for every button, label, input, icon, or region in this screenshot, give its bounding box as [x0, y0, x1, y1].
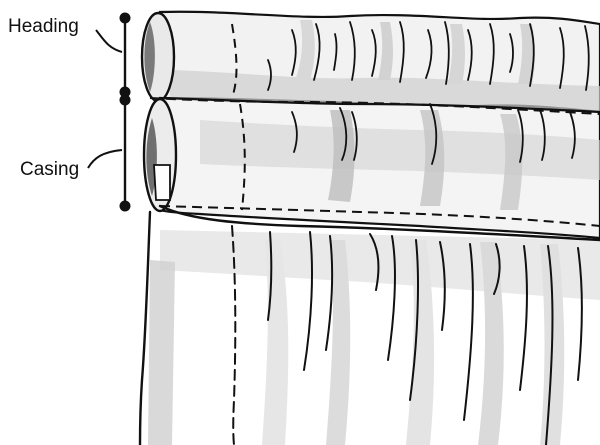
curtain-panel-shading — [140, 225, 600, 445]
heading-section — [142, 12, 600, 112]
casing-bracket — [88, 95, 130, 211]
casing-section — [144, 98, 600, 238]
heading-bracket — [96, 13, 130, 97]
